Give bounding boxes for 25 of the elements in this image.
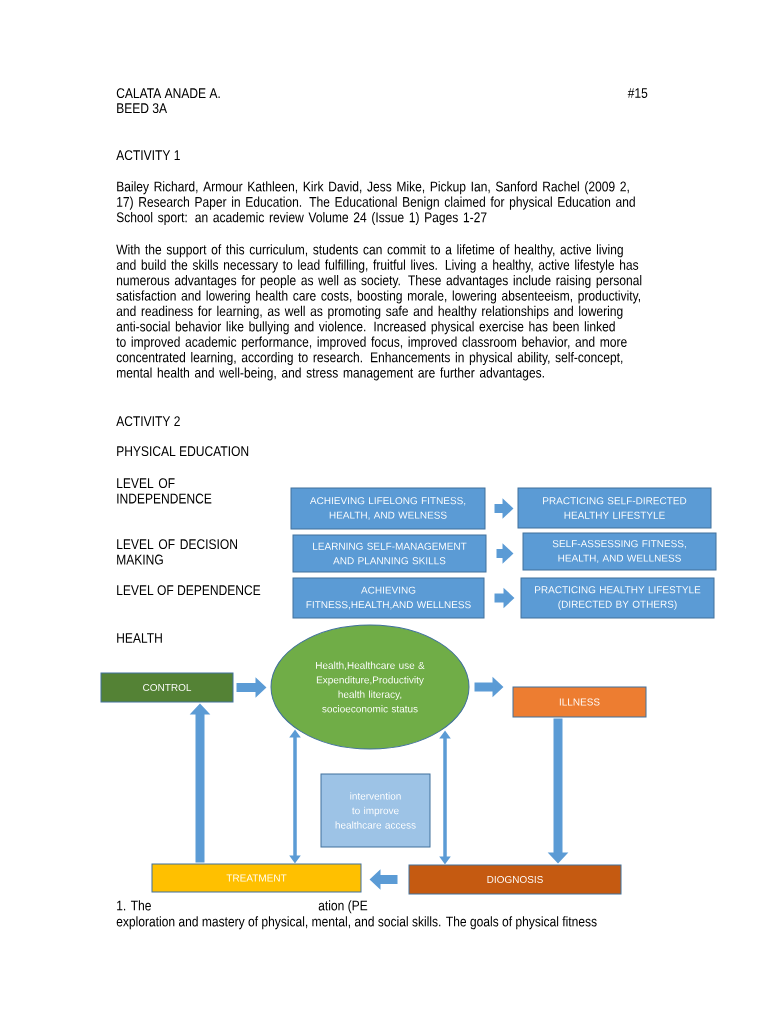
paragraph-fragment: exploration and mastery of physical, mental, and social skills. The goals of physical fitness <box>116 916 597 930</box>
process-box: SELF-ASSESSING FITNESS, HEALTH, AND WELLNESS <box>522 532 717 571</box>
paragraph-fragment: 1. The <box>117 900 151 911</box>
note-box: intervention to improve healthcare access <box>320 773 431 848</box>
level-label: LEVEL OF DEPENDENCE <box>117 585 261 596</box>
process-box: ACHIEVING FITNESS,HEALTH,AND WELLNESS <box>292 577 485 619</box>
level-label: LEVEL OF INDEPENDENCE <box>117 478 212 504</box>
process-box: DIOGNOSIS <box>408 864 622 895</box>
process-box: LEARNING SELF-MANAGEMENT AND PLANNING SKILLS <box>292 534 487 573</box>
level-label: LEVEL OF DECISION MAKING <box>117 539 237 565</box>
class-text: BEED 3A <box>117 103 168 114</box>
process-box: CONTROL <box>100 672 234 703</box>
paragraph: With the support of this curriculum, students can commit to a lifetime of healthy, active living and build the skills necessary to lead fulfilling, fruitful lives. Living a healthy, active lifestyle has numerous advantages for people as well as society. These advantages include raising personal satisfaction and lowering health care costs, boosting morale, lowering absenteeism, productivity, and readiness for learning, as well as promoting safe and healthy relationships and lowering anti-social behavior like bullying and violence. Increased physical exercise has been linked to improved academic performance, improved focus, improved classroom behavior, and more concentrated learning, according to research. Enhancements in physical ability, self-concept, mental health and well-being, and stress management are further advantages. <box>116 244 642 381</box>
process-box: PRACTICING SELF-DIRECTED HEALTHY LIFESTYLE <box>517 487 712 529</box>
heading: HEALTH <box>117 633 162 643</box>
citation-paragraph: Bailey Richard, Armour Kathleen, Kirk David, Jess Mike, Pickup Ian, Sanford Rachel (2009 2, 17) Research Paper in Education. The Educational Benign claimed for physical Education and School sport: an academic review Volume 24 (Issue 1) Pages 1-27 <box>116 181 635 226</box>
process-box: TREATMENT <box>151 863 362 893</box>
number-text: #15 <box>627 88 648 98</box>
heading: PHYSICAL EDUCATION <box>117 446 249 457</box>
name-text: CALATA ANADE A. <box>116 88 220 99</box>
process-box: PRACTICING HEALTHY LIFESTYLE (DIRECTED BY OTHERS) <box>520 577 715 619</box>
heading: ACTIVITY 2 <box>116 416 180 427</box>
process-box: ILLNESS <box>512 686 647 718</box>
process-box: ACHIEVING LIFELONG FITNESS, HEALTH, AND WELNESS <box>290 487 486 530</box>
heading: ACTIVITY 1 <box>116 150 180 161</box>
